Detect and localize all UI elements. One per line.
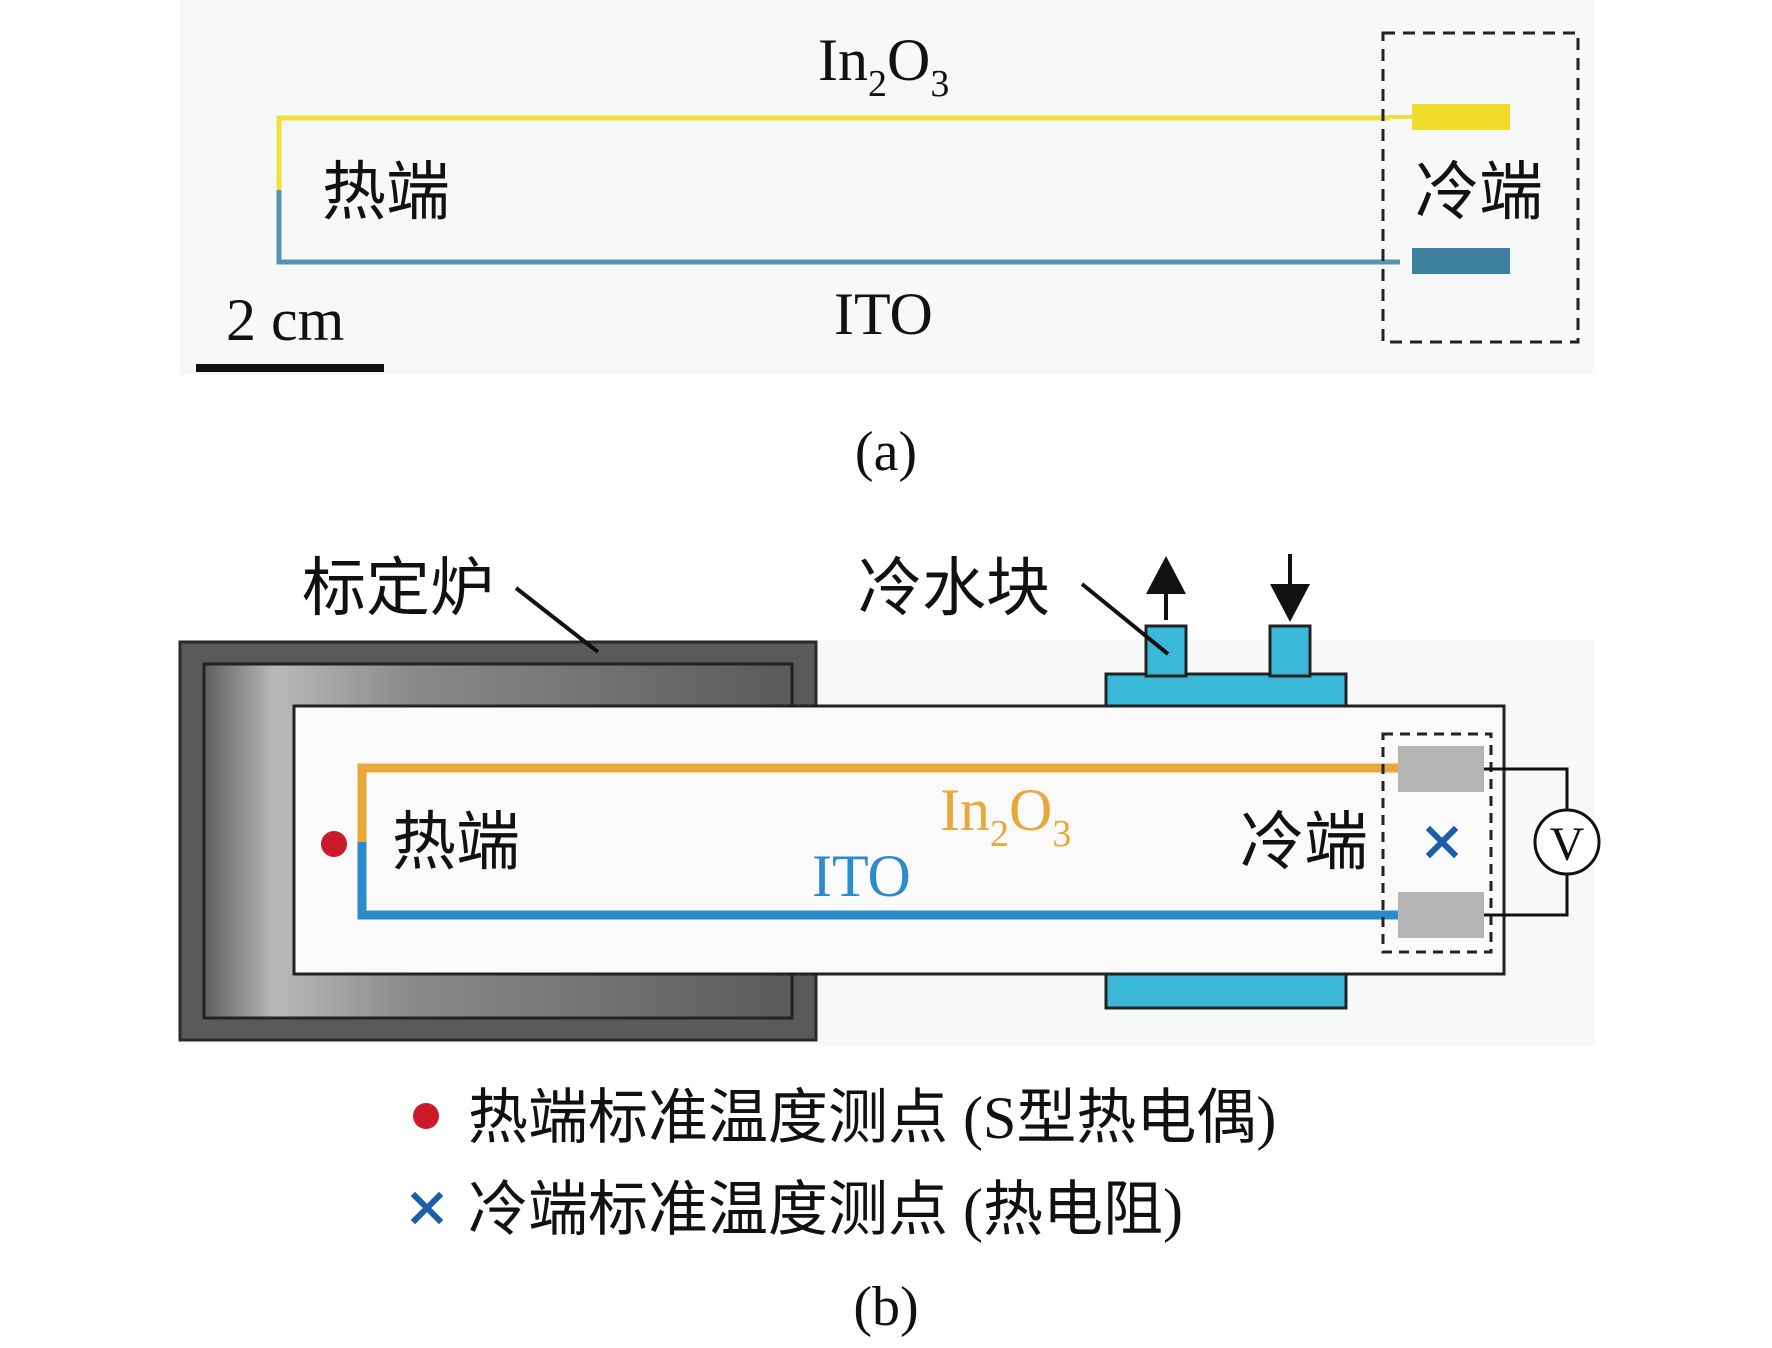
arrow-up-icon	[1146, 556, 1186, 620]
furnace-label: 标定炉	[302, 553, 494, 624]
cold-end-label-a: 冷端	[1415, 157, 1543, 228]
legend-cold-point: 冷端标准温度测点 (热电阻)	[468, 1177, 1183, 1243]
dot-icon	[321, 831, 347, 857]
legend-dot-icon	[413, 1103, 439, 1129]
contact-pad-bottom	[1398, 892, 1484, 938]
cooling-block-top	[1104, 672, 1348, 712]
cooling-block-label: 冷水块	[858, 553, 1050, 624]
sensor-substrate	[292, 704, 1506, 976]
legend: 热端标准温度测点 (S型热电偶) 冷端标准温度测点 (热电阻)	[410, 1085, 1276, 1243]
cooling-inlet-pipe	[1268, 624, 1312, 678]
photo-background	[180, 0, 1595, 375]
ito-strip	[357, 842, 1402, 920]
ito-photo-pad	[1412, 248, 1510, 274]
voltmeter-wire-bottom	[1484, 872, 1569, 917]
in2o3-label-a: In2O3	[818, 27, 949, 105]
contact-pad-top	[1398, 746, 1484, 792]
voltmeter-wire-top	[1484, 767, 1569, 812]
legend-cross-icon	[410, 1191, 444, 1225]
in2o3-label-b: In2O3	[940, 777, 1071, 855]
cold-end-dashed-box	[1381, 31, 1580, 344]
cross-icon	[1425, 825, 1459, 859]
in2o3-photo-pad	[1412, 104, 1510, 130]
cold-end-label-b: 冷端	[1240, 807, 1368, 878]
in2o3-photo-strip	[276, 115, 1390, 193]
hot-end-label-b: 热端	[392, 807, 520, 878]
furnace-leader-line	[514, 586, 600, 654]
svg-text:V: V	[1550, 818, 1585, 871]
panel-b: V 热端 冷端 In2O3 ITO 标定炉 冷水块	[178, 553, 1601, 1045]
panel-a: In2O3 热端 冷端 ITO 2 cm (a)	[180, 0, 1595, 483]
scale-bar-label: 2 cm	[226, 287, 344, 353]
hot-end-label-a: 热端	[322, 157, 450, 228]
arrow-down-icon	[1270, 554, 1310, 622]
ito-label-b: ITO	[812, 843, 911, 909]
cooling-block-leader-line	[1080, 582, 1170, 656]
in2o3-strip	[357, 763, 1402, 845]
legend-hot-point: 热端标准温度测点 (S型热电偶)	[468, 1085, 1276, 1151]
ito-label-a: ITO	[834, 281, 933, 347]
caption-a: (a)	[855, 421, 917, 483]
voltmeter: V	[1533, 808, 1601, 876]
ito-photo-strip	[276, 190, 1400, 265]
cooling-block-bottom	[1104, 970, 1348, 1010]
scale-bar	[196, 364, 384, 372]
cold-end-dashed-region	[1381, 732, 1493, 954]
caption-b: (b)	[853, 1276, 918, 1338]
